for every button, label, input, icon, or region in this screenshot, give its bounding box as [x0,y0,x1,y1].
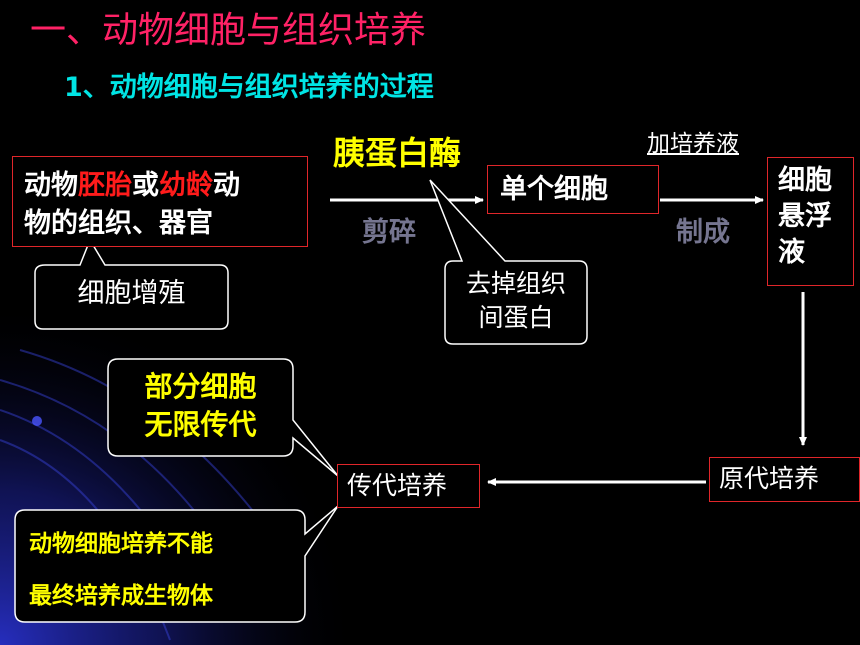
suspension-line3: 液 [778,237,805,268]
single-cell-box: 单个细胞 [487,165,659,214]
callout-limit-line2: 最终培养成生物体 [29,583,213,609]
step-label-mince: 剪碎 [362,217,416,248]
callout-partial-line1: 部分细胞 [144,370,257,403]
suspension-line2: 悬浮 [778,201,832,232]
source-text-1: 动物 [24,170,78,201]
callout-bubble-culture-limit [14,505,339,623]
passage-culture-box: 传代培养 [337,464,480,508]
callout-remove-line2: 间蛋白 [478,303,554,332]
primary-culture-box: 原代培养 [709,457,860,502]
callout-partial-cells-text: 部分细胞 无限传代 [108,359,293,456]
highlight-embryo: 胚胎 [78,170,132,201]
source-tissue-box: 动物胚胎或幼龄动 物的组织、器官 [12,156,308,247]
callout-remove-protein-text: 去掉组织 间蛋白 [445,261,587,344]
cell-suspension-box: 细胞 悬浮 液 [767,157,854,286]
callout-partial-line2: 无限传代 [144,408,257,441]
page-title: 一、动物细胞与组织培养 [30,10,427,51]
source-text-3: 动 [213,170,240,201]
source-text-2: 或 [132,170,159,201]
enzyme-label: 胰蛋白酶 [333,134,462,172]
callout-culture-limit-text: 动物细胞培养不能 最终培养成生物体 [15,510,305,622]
source-text-line2: 物的组织、器官 [24,208,213,239]
suspension-line1: 细胞 [778,165,832,196]
callout-limit-line1: 动物细胞培养不能 [29,531,213,557]
callout-proliferation-text: 细胞增殖 [77,278,186,309]
section-subtitle: 1、动物细胞与组织培养的过程 [64,72,434,103]
callout-bubble-partial-cells [107,358,339,477]
callout-bubble-proliferation [34,238,229,330]
highlight-young: 幼龄 [159,170,213,201]
callout-bubble-remove-protein [429,179,588,345]
callout-remove-line1: 去掉组织 [465,269,566,298]
step-label-make: 制成 [676,217,730,248]
step-label-add-medium: 加培养液 [647,131,739,157]
